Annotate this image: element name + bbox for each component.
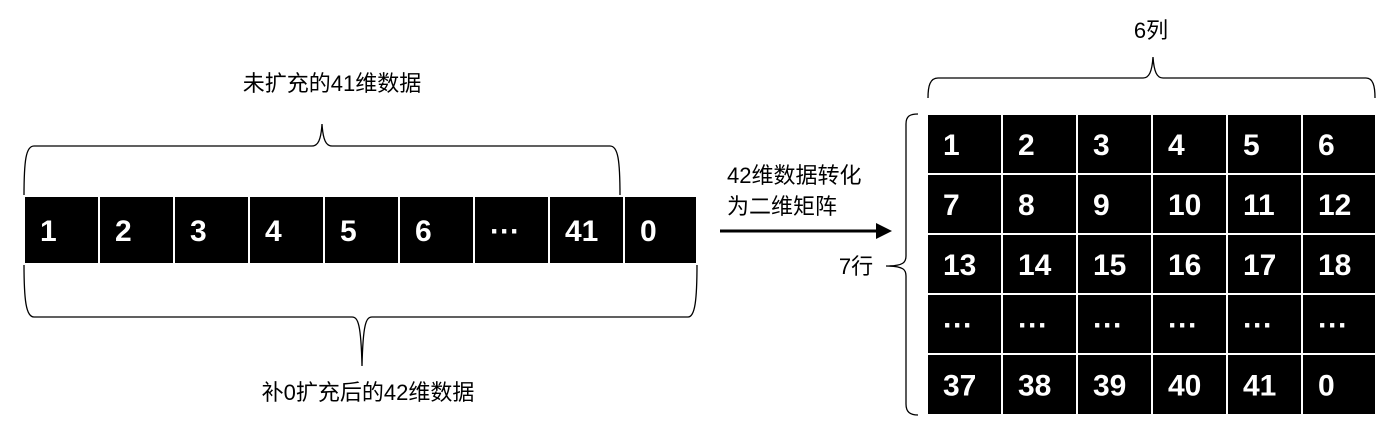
matrix-cell-value: ··· <box>943 309 973 342</box>
vector-cell-value: 4 <box>265 215 282 248</box>
matrix-cell <box>1301 233 1377 295</box>
matrix-cell <box>1001 173 1078 235</box>
matrix-cell-value: ··· <box>1318 309 1348 342</box>
matrix-cell-value: 1 <box>943 129 960 162</box>
matrix-cell-value: 3 <box>1093 129 1110 162</box>
arrow-head-icon <box>876 223 892 239</box>
vector-cell <box>173 195 250 265</box>
vector-cell <box>98 195 175 265</box>
matrix-cell-value: ··· <box>1243 309 1273 342</box>
vector-cell-value: 6 <box>415 215 432 248</box>
matrix-cell <box>1001 353 1078 416</box>
vector-cell <box>548 195 625 265</box>
matrix-cell-value: 14 <box>1018 249 1052 282</box>
matrix-cell-value: 16 <box>1168 249 1201 282</box>
label-rows: 7行 <box>839 254 873 279</box>
matrix-cell-value: 12 <box>1318 189 1351 222</box>
matrix-cell-value: 4 <box>1168 129 1185 162</box>
matrix-cell <box>1076 353 1153 416</box>
matrix-cell-value: 6 <box>1318 129 1335 162</box>
vector-cell <box>473 195 550 265</box>
matrix-cell <box>1151 113 1228 175</box>
matrix-cell-value: 18 <box>1318 249 1351 282</box>
matrix-cell <box>1076 113 1153 175</box>
vector-cell-value: 5 <box>340 215 357 248</box>
brace-unexpanded <box>23 123 621 197</box>
vector-cell-value: 0 <box>640 215 657 248</box>
matrix-cell-value: 9 <box>1093 189 1110 222</box>
matrix-cell-value: 11 <box>1243 189 1275 222</box>
matrix-cell <box>1301 353 1377 416</box>
matrix-cell-value: 37 <box>943 370 976 403</box>
vector-cell <box>248 195 325 265</box>
vector-cell <box>398 195 475 265</box>
matrix-cell-value: 41 <box>1243 370 1276 403</box>
matrix-cell-value: 38 <box>1018 370 1051 403</box>
matrix-cell <box>1001 293 1078 355</box>
brace-columns <box>927 56 1376 99</box>
matrix-cell <box>1151 293 1228 355</box>
matrix-cell <box>1151 233 1228 295</box>
label-transform-line1: 42维数据转化 <box>727 163 861 188</box>
matrix-cell <box>1151 353 1228 416</box>
matrix-cell-value: 10 <box>1168 189 1201 222</box>
matrix-cell-value: 40 <box>1168 370 1201 403</box>
vector-cell-value: 41 <box>565 215 598 248</box>
label-expanded: 补0扩充后的42维数据 <box>262 380 475 405</box>
matrix-cell <box>1001 113 1078 175</box>
matrix-cell <box>926 113 1003 175</box>
matrix-cell <box>1301 173 1377 235</box>
label-unexpanded: 未扩充的41维数据 <box>243 71 421 96</box>
brace-rows <box>885 113 919 416</box>
matrix-cell <box>1301 113 1377 175</box>
matrix-cell-value: ··· <box>1168 309 1198 342</box>
matrix-cell-value: 17 <box>1243 249 1276 282</box>
matrix-cell <box>1076 293 1153 355</box>
matrix-cell <box>926 353 1003 416</box>
matrix-cell-value: 7 <box>943 189 960 222</box>
vector-cell-value: ··· <box>490 215 520 248</box>
matrix-cell-value: 15 <box>1093 249 1126 282</box>
brace-expanded <box>23 263 698 367</box>
matrix-cell-value: 2 <box>1018 129 1035 162</box>
vector-row: 1 2 3 4 5 6 ··· 41 0 <box>23 195 698 265</box>
matrix-cell-value: 5 <box>1243 129 1260 162</box>
vector-cell <box>623 195 698 265</box>
vector-cell <box>323 195 400 265</box>
vector-cell-value: 2 <box>115 215 132 248</box>
matrix-cell <box>1226 233 1303 295</box>
vector-cell-value: 1 <box>40 215 57 248</box>
matrix-cell <box>1226 113 1303 175</box>
matrix-cell-value: 39 <box>1093 370 1126 403</box>
matrix-cell-value: 8 <box>1018 189 1035 222</box>
vector-cell <box>23 195 100 265</box>
label-transform-line2: 为二维矩阵 <box>727 194 837 219</box>
matrix-cell <box>926 173 1003 235</box>
matrix-cell <box>1076 173 1153 235</box>
label-columns: 6列 <box>1134 18 1168 43</box>
matrix-cell-value: 13 <box>943 249 976 282</box>
vector-cell-value: 3 <box>190 215 207 248</box>
matrix-cell-value: ··· <box>1093 309 1123 342</box>
matrix-cell-value: 0 <box>1318 370 1335 403</box>
matrix-cell-value: ··· <box>1018 309 1048 342</box>
